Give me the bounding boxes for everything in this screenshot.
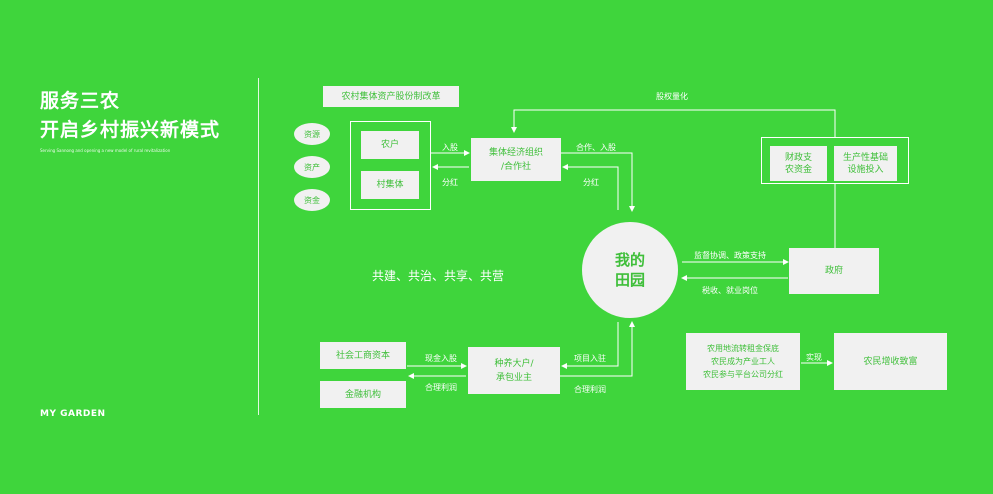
label-dividend-2: 分红 [583, 178, 599, 187]
resource-oval-assets: 资产 [294, 156, 330, 178]
village-collective-box: 村集体 [361, 171, 419, 199]
edge-reasonable-profit-2 [560, 321, 635, 377]
farmer-group-frame [350, 121, 431, 210]
label-dividend-1: 分红 [442, 178, 458, 187]
label-reasonable-profit-2: 合理利润 [574, 385, 606, 394]
resource-oval-funds: 资金 [294, 189, 330, 211]
financial-institution-box: 金融机构 [320, 381, 406, 408]
reform-label: 农村集体资产股份制改革 [323, 86, 459, 107]
label-realize: 实现 [806, 353, 822, 362]
label-project-entry: 项目入驻 [574, 354, 606, 363]
edge-coop-invest [561, 152, 635, 212]
edge-dividend-2 [562, 164, 619, 210]
gov-finance-box: 财政支 农资金 [770, 146, 827, 181]
farmer-box: 农户 [361, 131, 419, 159]
vertical-divider [258, 78, 259, 415]
page-subtitle: Serving Sannong and opening a new model … [40, 148, 171, 153]
page-title-line1: 服务三农 [40, 90, 121, 112]
edge-equity-quant [511, 109, 836, 137]
gov-infra-box: 生产性基础 设施投入 [834, 146, 897, 181]
farmer-income-box: 农民增收致富 [834, 333, 947, 390]
resource-oval-resources: 资源 [294, 123, 330, 145]
label-supervise: 监督协调、政策支持 [694, 251, 766, 260]
collective-org-box: 集体经济组织 /合作社 [471, 138, 561, 181]
social-capital-box: 社会工商资本 [320, 342, 406, 369]
label-tax-jobs: 税收、就业岗位 [702, 286, 758, 295]
gov-funding-frame [761, 137, 909, 184]
edge-project-entry [561, 322, 619, 369]
label-coop-invest: 合作、入股 [576, 143, 616, 152]
farmer-benefits-box: 农用地流转租金保底 农民成为产业工人 农民参与平台公司分红 [686, 333, 800, 390]
label-cash-invest: 现金入股 [425, 354, 457, 363]
label-equity-quant: 股权量化 [656, 92, 688, 101]
large-grower-box: 种养大户/ 承包业主 [468, 347, 560, 394]
label-invest-in: 入股 [442, 143, 458, 152]
government-box: 政府 [789, 248, 879, 294]
my-garden-center: 我的 田园 [582, 222, 678, 318]
page-title-line2: 开启乡村振兴新模式 [40, 119, 221, 141]
brand-logo: MY GARDEN [40, 409, 106, 419]
slogan-text: 共建、共治、共享、共营 [372, 269, 505, 283]
label-reasonable-profit-1: 合理利润 [425, 383, 457, 392]
